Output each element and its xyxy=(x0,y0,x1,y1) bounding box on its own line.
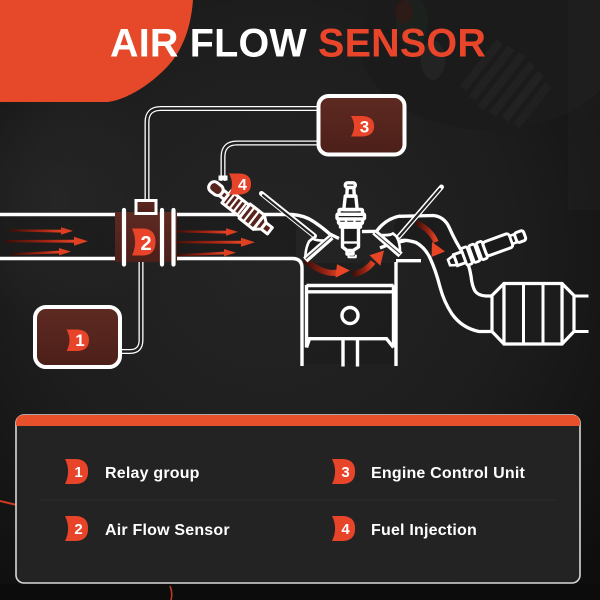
svg-text:AIR FLOW SENSOR: AIR FLOW SENSOR xyxy=(110,22,486,66)
svg-text:4: 4 xyxy=(238,177,247,194)
svg-text:1: 1 xyxy=(75,331,84,350)
svg-text:Fuel Injection: Fuel Injection xyxy=(371,522,477,539)
svg-text:1: 1 xyxy=(74,464,82,481)
svg-text:2: 2 xyxy=(140,233,151,255)
svg-text:2: 2 xyxy=(74,521,82,538)
svg-text:Air Flow Sensor: Air Flow Sensor xyxy=(105,522,230,539)
svg-text:Relay group: Relay group xyxy=(105,465,200,482)
svg-text:3: 3 xyxy=(360,117,369,136)
svg-text:4: 4 xyxy=(341,521,350,538)
svg-text:3: 3 xyxy=(341,464,349,481)
svg-text:Engine Control Unit: Engine Control Unit xyxy=(371,465,525,482)
